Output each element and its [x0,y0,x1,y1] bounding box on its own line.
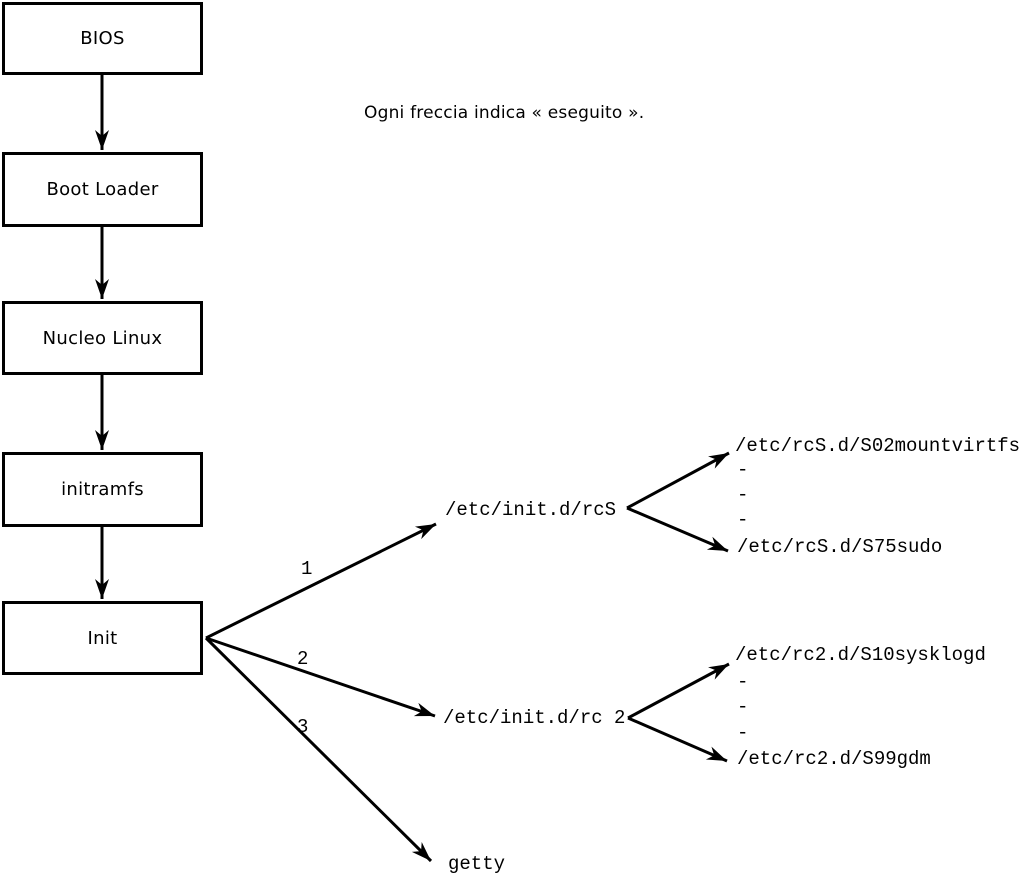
rc2-last-script: /etc/rc2.d/S99gdm [737,748,931,770]
rcS-ellipsis-2: - [737,484,749,506]
rc2-ellipsis-3: - [737,722,749,744]
box-initramfs: initramfs [2,452,203,527]
branch-2-number: 2 [297,648,309,670]
box-init: Init [2,601,203,675]
rcS-first-script: /etc/rcS.d/S02mountvirtfs [735,435,1021,457]
box-init-label: Init [87,627,118,649]
branch-3-number: 3 [297,716,309,738]
arrow-rcS-to-first-script [626,451,730,510]
rc2-first-script: /etc/rc2.d/S10sysklogd [735,644,986,666]
arrow-rcS-to-last-script [626,506,729,553]
box-initramfs-label: initramfs [61,479,144,500]
rcS-ellipsis-3: - [737,509,749,531]
branch-1-target: /etc/init.d/rcS [445,499,617,521]
diagram-caption: Ogni freccia indica « eseguito ». [364,103,645,123]
box-linux-kernel: Nucleo Linux [2,301,203,375]
rcS-last-script: /etc/rcS.d/S75sudo [737,536,943,558]
arrow-init-to-rc2 [205,636,436,718]
box-linux-kernel-label: Nucleo Linux [42,327,163,349]
branch-1-number: 1 [301,558,313,580]
box-bios-label: BIOS [80,28,125,49]
arrow-init-to-getty [204,636,433,863]
branch-3-target: getty [448,853,506,875]
arrow-rc2-to-last-script [627,716,728,763]
arrow-init-to-rcS [205,522,437,640]
rc2-ellipsis-1: - [737,671,749,693]
rcS-ellipsis-1: - [737,459,749,481]
box-boot-loader: Boot Loader [2,152,203,227]
rc2-ellipsis-2: - [737,696,749,718]
box-bios: BIOS [2,2,203,75]
branch-2-target: /etc/init.d/rc 2 [443,707,626,729]
arrow-rc2-to-first-script [627,662,730,720]
box-boot-loader-label: Boot Loader [46,179,159,200]
